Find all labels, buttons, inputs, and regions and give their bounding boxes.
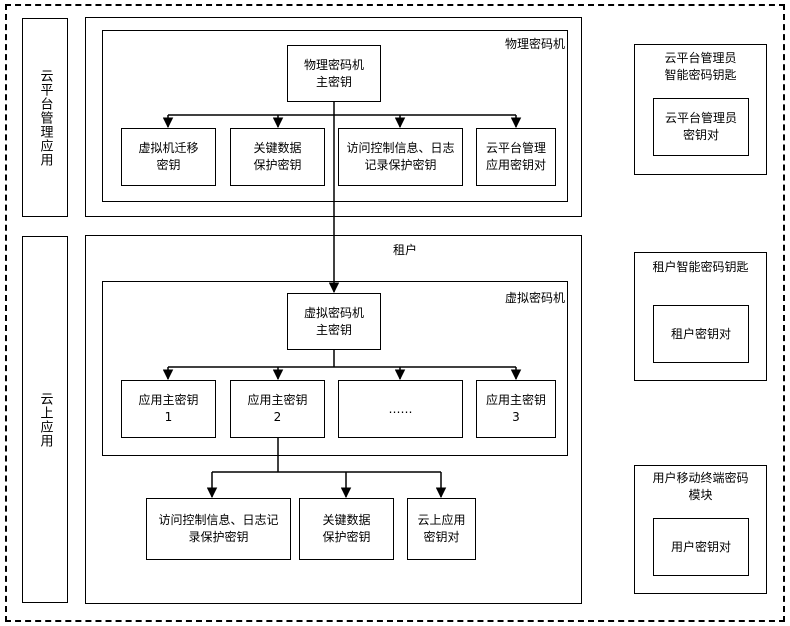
cloud-app-label: 云上应用: [22, 236, 68, 603]
cloud-mgmt-app-keypair: 云平台管理 应用密钥对: [476, 128, 556, 186]
tenant-access-log-protection-key: 访问控制信息、日志记 录保护密钥: [146, 498, 291, 560]
tenant-critical-data-key: 关键数据 保护密钥: [299, 498, 394, 560]
app-master-key-ellipsis: ……: [338, 380, 463, 438]
app-master-key-1: 应用主密钥 1: [121, 380, 216, 438]
vm-migration-key: 虚拟机迁移 密钥: [121, 128, 216, 186]
cloud-mgmt-app-label: 云平台管理应用: [22, 18, 68, 217]
app-master-key-2: 应用主密钥 2: [230, 380, 325, 438]
user-mobile-module-title: 用户移动终端密码 模块: [652, 471, 749, 502]
physical-master-key: 物理密码机 主密钥: [287, 45, 381, 102]
tenant-keypair: 租户密钥对: [653, 305, 749, 363]
cloud-app-keypair: 云上应用 密钥对: [407, 498, 476, 560]
virtual-master-key: 虚拟密码机 主密钥: [287, 293, 381, 350]
access-log-protection-key: 访问控制信息、日志 记录保护密钥: [338, 128, 463, 186]
tenant-title: 租户: [393, 243, 418, 257]
user-keypair: 用户密钥对: [653, 518, 749, 576]
cloud-mgmt-app-text: 云平台管理应用: [37, 68, 53, 167]
virtual-title: 虚拟密码机: [504, 291, 565, 305]
physical-title: 物理密码机: [504, 37, 565, 51]
tenant-smart-key-title: 租户智能密码钥匙: [652, 260, 749, 274]
app-master-key-3: 应用主密钥 3: [476, 380, 556, 438]
critical-data-protection-key: 关键数据 保护密钥: [230, 128, 325, 186]
admin-keypair: 云平台管理员 密钥对: [653, 98, 749, 156]
outer-dashed-frame: [5, 4, 785, 622]
cloud-app-text: 云上应用: [37, 391, 53, 448]
admin-smart-key-title: 云平台管理员 智能密码钥匙: [664, 51, 737, 82]
